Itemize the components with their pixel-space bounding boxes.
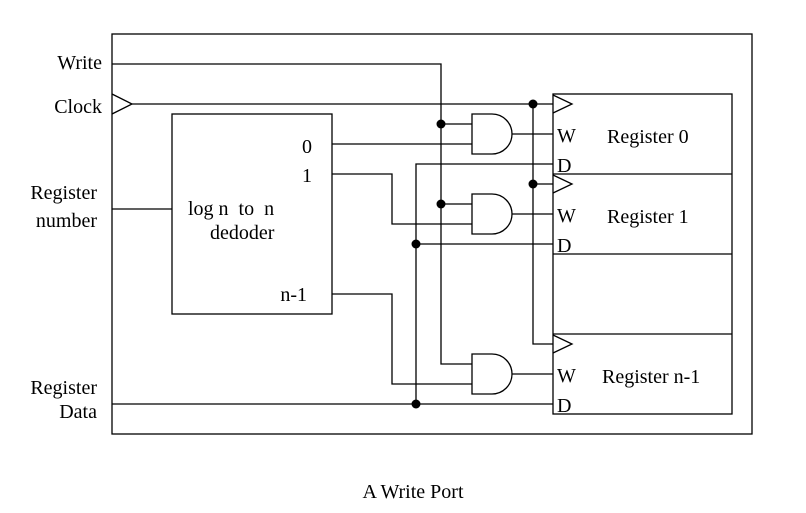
write-wire: [112, 63, 472, 365]
and-gate-1: [471, 193, 513, 235]
register-n-1-label: Register n-1: [602, 366, 700, 388]
register-1-w-port: W: [557, 205, 576, 227]
clock-bus: [532, 104, 553, 345]
decoder-output-n-1-label: n-1: [280, 284, 307, 306]
decoder-box: [171, 113, 333, 315]
outer-frame: [111, 33, 753, 435]
decoder-output-1-label: 1: [302, 165, 312, 187]
register-1-label: Register 1: [607, 206, 689, 228]
clock-label: Clock: [54, 96, 102, 118]
junction-dot: [411, 239, 421, 249]
and-gate-n-1: [471, 353, 513, 395]
write-label: Write: [57, 52, 102, 74]
and-gate-0: [471, 113, 513, 155]
register-1-d-port: D: [557, 235, 571, 257]
register-0-d-port: D: [557, 155, 571, 177]
register-0-label: Register 0: [607, 126, 689, 148]
clock-triangle-icon: [111, 93, 134, 115]
decoder-out-n-1-wire: [332, 293, 472, 385]
register-0-clock-icon: [552, 94, 574, 114]
diagram-caption: A Write Port: [362, 481, 463, 503]
register-data-label-1: Register: [30, 377, 97, 399]
register-0-w-port: W: [557, 125, 576, 147]
junction-dot: [528, 179, 538, 189]
decoder-label-2: dedoder: [210, 222, 275, 244]
register-n-1-w-port: W: [557, 365, 576, 387]
decoder-out-1-wire: [332, 173, 472, 225]
junction-dot: [528, 99, 538, 109]
junction-dot: [436, 199, 446, 209]
junction-dot: [411, 399, 421, 409]
register-number-label-2: number: [36, 210, 97, 232]
data-bus: [415, 163, 553, 404]
register-n-1-clock-icon: [552, 334, 574, 354]
register-1-clock-icon: [552, 174, 574, 194]
junction-dot: [436, 119, 446, 129]
register-data-label-2: Data: [59, 401, 97, 423]
register-number-label-1: Register: [30, 182, 97, 204]
decoder-output-0-label: 0: [302, 136, 312, 158]
register-n-1-d-port: D: [557, 395, 571, 417]
decoder-label-1: log n to n: [188, 198, 274, 220]
